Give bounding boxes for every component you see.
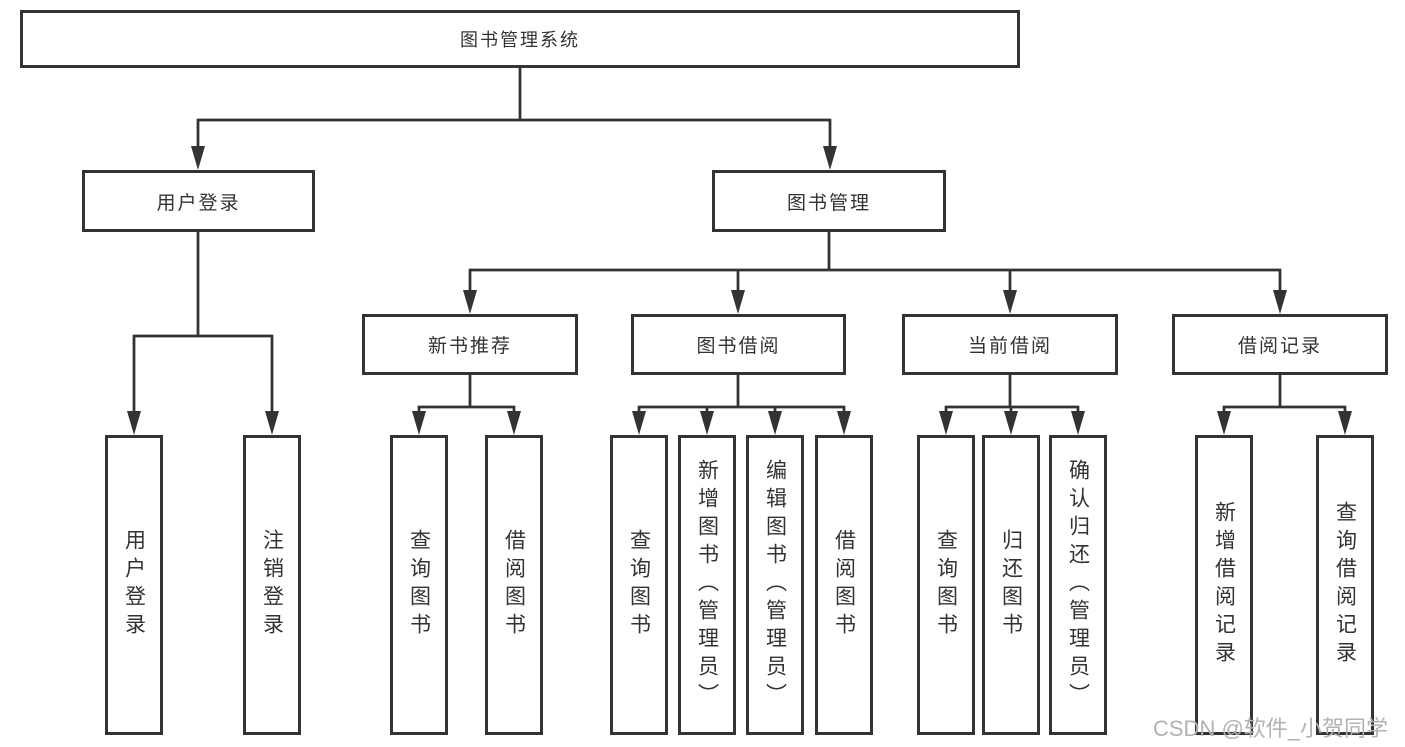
node-user-login: 用户登录 — [82, 170, 315, 232]
leaf-add-borrow-record: 新增借阅记录 — [1195, 435, 1253, 735]
leaf-query-borrow-record: 查询借阅记录 — [1316, 435, 1374, 735]
leaf-label: 查询图书 — [627, 529, 651, 641]
leaf-label: 新增图书（管理员） — [695, 459, 719, 711]
leaf-confirm-return-admin: 确认归还（管理员） — [1049, 435, 1107, 735]
leaf-label: 查询图书 — [407, 529, 431, 641]
leaf-label: 注销登录 — [260, 529, 284, 641]
leaf-query-books-borrow: 查询图书 — [610, 435, 668, 735]
node-label: 图书管理系统 — [460, 30, 580, 50]
leaf-label: 查询借阅记录 — [1333, 501, 1357, 669]
node-library-management-system: 图书管理系统 — [20, 10, 1020, 68]
leaf-label: 查询图书 — [934, 529, 958, 641]
leaf-return-books: 归还图书 — [982, 435, 1040, 735]
leaf-borrow-books-recommend: 借阅图书 — [485, 435, 543, 735]
leaf-label: 借阅图书 — [502, 529, 526, 641]
node-label: 图书管理 — [786, 192, 871, 214]
node-borrowing-records: 借阅记录 — [1172, 314, 1388, 375]
leaf-query-books-recommend: 查询图书 — [390, 435, 448, 735]
leaf-edit-books-admin: 编辑图书（管理员） — [746, 435, 804, 735]
node-current-borrowing: 当前借阅 — [902, 314, 1118, 375]
node-label: 借阅记录 — [1237, 336, 1322, 357]
leaf-logout: 注销登录 — [243, 435, 301, 735]
leaf-label: 归还图书 — [999, 529, 1023, 641]
node-label: 用户登录 — [156, 192, 241, 214]
node-new-book-recommendation: 新书推荐 — [362, 314, 578, 375]
leaf-label: 用户登录 — [122, 529, 146, 641]
leaf-label: 新增借阅记录 — [1212, 501, 1236, 669]
leaf-label: 确认归还（管理员） — [1066, 459, 1090, 711]
leaf-query-books-current: 查询图书 — [917, 435, 975, 735]
leaf-label: 编辑图书（管理员） — [763, 459, 787, 711]
node-book-management: 图书管理 — [712, 170, 946, 232]
leaf-label: 借阅图书 — [832, 529, 856, 641]
leaf-add-books-admin: 新增图书（管理员） — [678, 435, 736, 735]
leaf-user-login: 用户登录 — [105, 435, 163, 735]
node-label: 当前借阅 — [967, 336, 1052, 357]
node-book-borrowing: 图书借阅 — [631, 314, 846, 375]
leaf-borrow-books: 借阅图书 — [815, 435, 873, 735]
node-label: 新书推荐 — [427, 336, 512, 357]
node-label: 图书借阅 — [696, 336, 781, 357]
csdn-watermark: CSDN @软件_小贺同学 — [1153, 716, 1389, 741]
